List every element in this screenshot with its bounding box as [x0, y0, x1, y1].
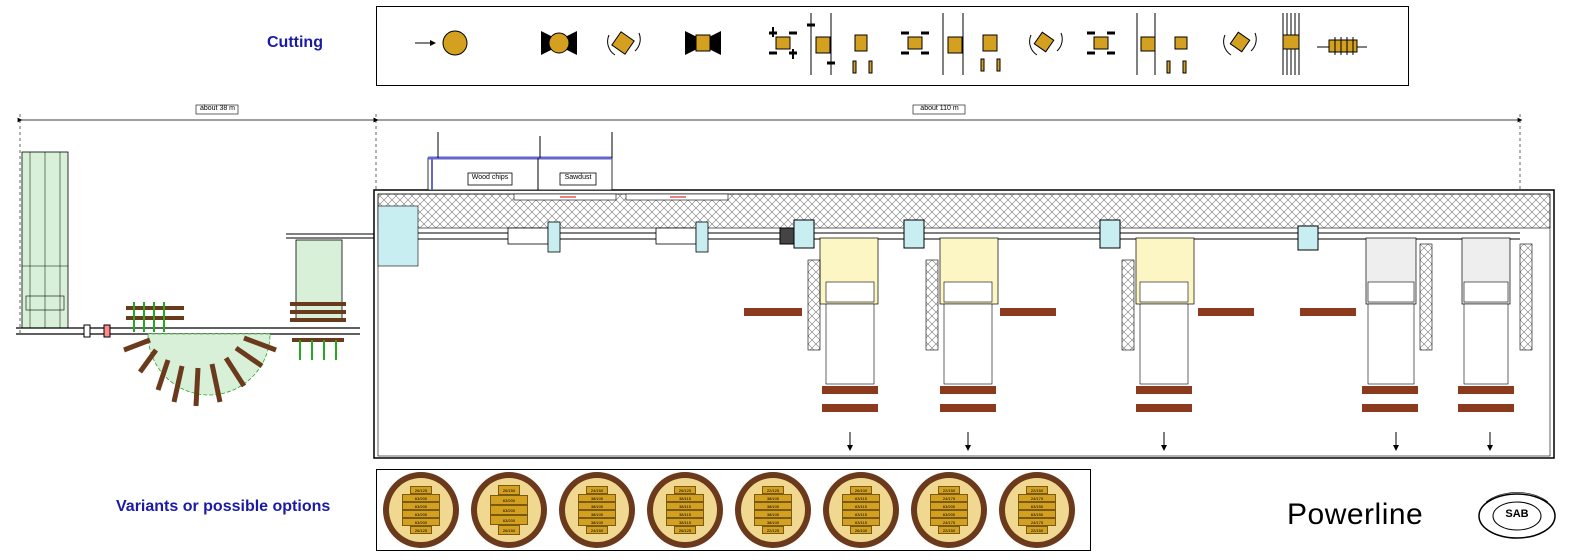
- pattern-board: 63/200: [402, 494, 440, 502]
- variants-label: Variants or possible options: [116, 498, 331, 515]
- pattern-board: 63/200: [930, 502, 968, 510]
- profiler-saw-group-1: [769, 13, 873, 75]
- wood-chips-label: Wood chips: [471, 174, 509, 181]
- log-turning-fan: [123, 302, 277, 407]
- pattern-board: 63/200: [490, 505, 528, 515]
- pattern-board: 24/150: [586, 486, 608, 494]
- pattern-board: 38/100: [754, 494, 792, 502]
- pattern-board: 24/175: [1018, 518, 1056, 526]
- log-icon: [442, 30, 468, 56]
- dimension-right-label: about 110 m: [920, 105, 959, 112]
- pattern-board: 63/200: [402, 510, 440, 518]
- chipper-icon-2: [685, 31, 721, 55]
- pattern-board: 26/125: [674, 526, 696, 534]
- pattern-board: 63/200: [930, 510, 968, 518]
- pattern-board: 26/125: [674, 486, 696, 494]
- pattern-board: 26/125: [410, 526, 432, 534]
- sawdust-label: Sawdust: [564, 174, 592, 181]
- station-4: [1300, 237, 1433, 451]
- pattern-board: 63/150: [1018, 502, 1056, 510]
- cutting-sequence-panel: [376, 6, 1409, 86]
- pattern-board: 22/125: [762, 486, 784, 494]
- rotate-icon: [607, 31, 641, 56]
- station-1: [744, 237, 879, 451]
- pattern-board: 38/100: [578, 502, 616, 510]
- pattern-board: 38/115: [666, 518, 704, 526]
- pattern-board: 24/175: [1018, 494, 1056, 502]
- pattern-board: 63/115: [842, 502, 880, 510]
- station-2: [925, 237, 1056, 451]
- pattern-board: 63/200: [490, 515, 528, 525]
- pattern-board: 26/100: [850, 526, 872, 534]
- pattern-board: 63/115: [842, 494, 880, 502]
- sab-logo: SAB: [1476, 492, 1558, 540]
- pattern-board: 22/150: [938, 526, 960, 534]
- pattern-board: 24/150: [586, 526, 608, 534]
- station-3: [1121, 237, 1254, 451]
- pattern-board: 22/150: [1026, 526, 1048, 534]
- pattern-board: 63/200: [402, 518, 440, 526]
- sab-logo-emblem: [1478, 492, 1556, 539]
- pattern-board: 63/200: [490, 495, 528, 505]
- pattern-board: 63/115: [842, 518, 880, 526]
- pattern-board: 24/175: [930, 494, 968, 502]
- infeed-deck: [286, 233, 376, 360]
- pattern-board: 22/125: [762, 526, 784, 534]
- pattern-board: 38/115: [666, 502, 704, 510]
- brand-title: Powerline: [1287, 498, 1424, 531]
- pattern-board: 38/100: [578, 510, 616, 518]
- profiler-saw-group-3: [1087, 13, 1188, 75]
- pattern-board: 63/200: [402, 502, 440, 510]
- log-deck: [16, 151, 360, 338]
- pattern-board: 26/100: [850, 486, 872, 494]
- cutting-label: Cutting: [267, 34, 323, 51]
- sab-logo-text: SAB: [1505, 508, 1529, 520]
- pattern-board: 24/175: [930, 518, 968, 526]
- cutting-sequence-diagram: [415, 13, 1367, 75]
- dimension-left-label: about 38 m: [199, 105, 236, 112]
- pattern-board: 22/150: [1026, 486, 1048, 494]
- profiler-saw-group-2: [901, 13, 1001, 75]
- pattern-board: 63/150: [1018, 510, 1056, 518]
- pattern-board: 38/100: [754, 502, 792, 510]
- main-sawline: [418, 219, 1520, 253]
- pattern-board: 38/100: [754, 518, 792, 526]
- pattern-board: 38/100: [578, 518, 616, 526]
- pattern-board: 26/125: [410, 486, 432, 494]
- rotate-icon-3: [1223, 31, 1257, 56]
- chipper-icon: [541, 31, 577, 55]
- pattern-board: 38/115: [666, 510, 704, 518]
- pattern-board: 38/115: [666, 494, 704, 502]
- dimension-right: [373, 104, 1523, 336]
- station-5: [1458, 237, 1533, 451]
- pattern-board: 63/115: [842, 510, 880, 518]
- pattern-board: 38/100: [578, 494, 616, 502]
- sawmill-layout-diagram: [16, 104, 1555, 459]
- rotate-icon-2: [1029, 31, 1063, 56]
- pattern-board: 26/150: [498, 525, 520, 535]
- pattern-board: 38/100: [754, 510, 792, 518]
- dimension-left: [17, 104, 379, 336]
- multi-rip-saw-icon: [1282, 13, 1367, 75]
- pattern-board: 26/150: [498, 485, 520, 495]
- pattern-board: 22/150: [938, 486, 960, 494]
